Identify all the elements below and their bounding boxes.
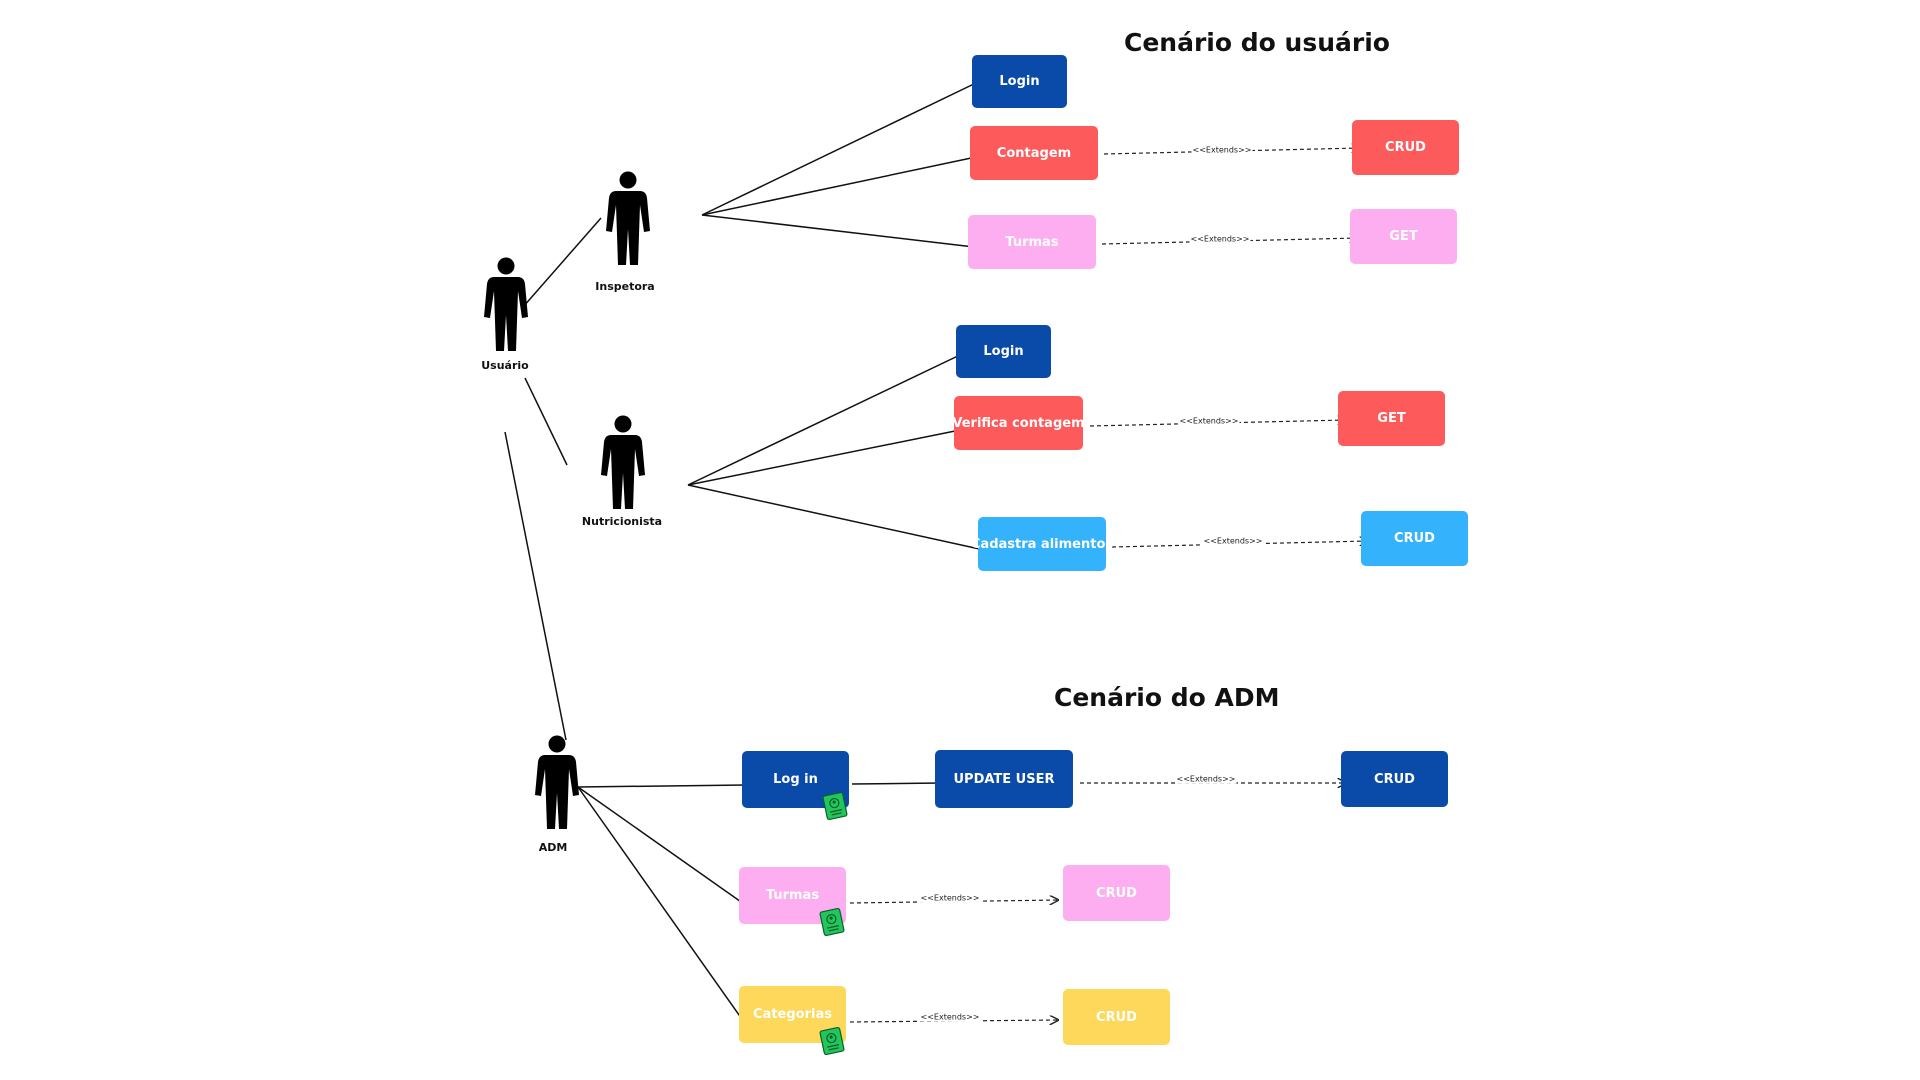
id-card-icon (819, 1026, 845, 1056)
id-card-icon (822, 791, 848, 821)
assoc-adm-turmas (577, 786, 745, 905)
assoc-nutri-verifica (687, 429, 961, 486)
assoc-usuario-adm (504, 431, 567, 741)
person-silhouette-icon (601, 415, 645, 509)
extends-label: <<Extends>> (1202, 536, 1264, 546)
id-card-icon (819, 907, 845, 937)
assoc-usuario-inspetora (522, 217, 602, 308)
use-case-turmas-inspetora[interactable]: Turmas (968, 215, 1096, 269)
use-case-verifica-contagem[interactable]: Verifica contagem (952, 396, 1085, 450)
target-crud-cadastra[interactable]: CRUD (1361, 511, 1468, 566)
use-case-log-in-adm[interactable]: Log in (742, 751, 849, 808)
person-silhouette-icon (484, 257, 528, 351)
use-case-update-user[interactable]: UPDATE USER (935, 750, 1073, 808)
use-case-cadastra-alimentos[interactable]: Cadastra alimentos (971, 517, 1113, 571)
target-crud-update-user[interactable]: CRUD (1341, 751, 1448, 807)
use-case-login-inspetora[interactable]: Login (972, 55, 1067, 108)
assoc-nutri-cadastra (687, 484, 985, 551)
assoc-inspetora-login (701, 81, 979, 216)
person-silhouette-icon (535, 735, 579, 829)
assoc-adm-login (577, 784, 747, 788)
extends-label: <<Extends>> (1189, 234, 1251, 244)
assoc-inspetora-contagem (701, 156, 977, 216)
use-case-login-nutricionista[interactable]: Login (956, 325, 1051, 378)
assoc-usuario-nutricionista (524, 377, 568, 466)
actor-label-adm: ADM (538, 841, 568, 854)
assoc-adm-categorias (577, 786, 745, 1023)
extends-label: <<Extends>> (1191, 145, 1253, 155)
target-get-verifica[interactable]: GET (1338, 391, 1445, 446)
person-silhouette-icon (606, 171, 650, 265)
actor-label-nutricionista: Nutricionista (581, 515, 663, 528)
assoc-inspetora-turmas (701, 214, 975, 248)
use-case-contagem[interactable]: Contagem (970, 126, 1098, 180)
adm-scenario-title: Cenário do ADM (1054, 683, 1280, 712)
actor-label-usuario: Usuário (481, 359, 529, 372)
target-crud-contagem[interactable]: CRUD (1352, 120, 1459, 175)
target-crud-turmas-adm[interactable]: CRUD (1063, 865, 1170, 921)
extends-label: <<Extends>> (1175, 774, 1237, 784)
actor-label-inspetora: Inspetora (595, 280, 655, 293)
assoc-nutri-login (687, 353, 963, 486)
extends-label: <<Extends>> (919, 893, 981, 903)
user-scenario-title: Cenário do usuário (1124, 28, 1390, 57)
target-get-turmas[interactable]: GET (1350, 209, 1457, 264)
extends-label: <<Extends>> (919, 1012, 981, 1022)
extends-label: <<Extends>> (1178, 416, 1240, 426)
target-crud-categorias[interactable]: CRUD (1063, 989, 1170, 1045)
assoc-login-update (851, 782, 942, 785)
